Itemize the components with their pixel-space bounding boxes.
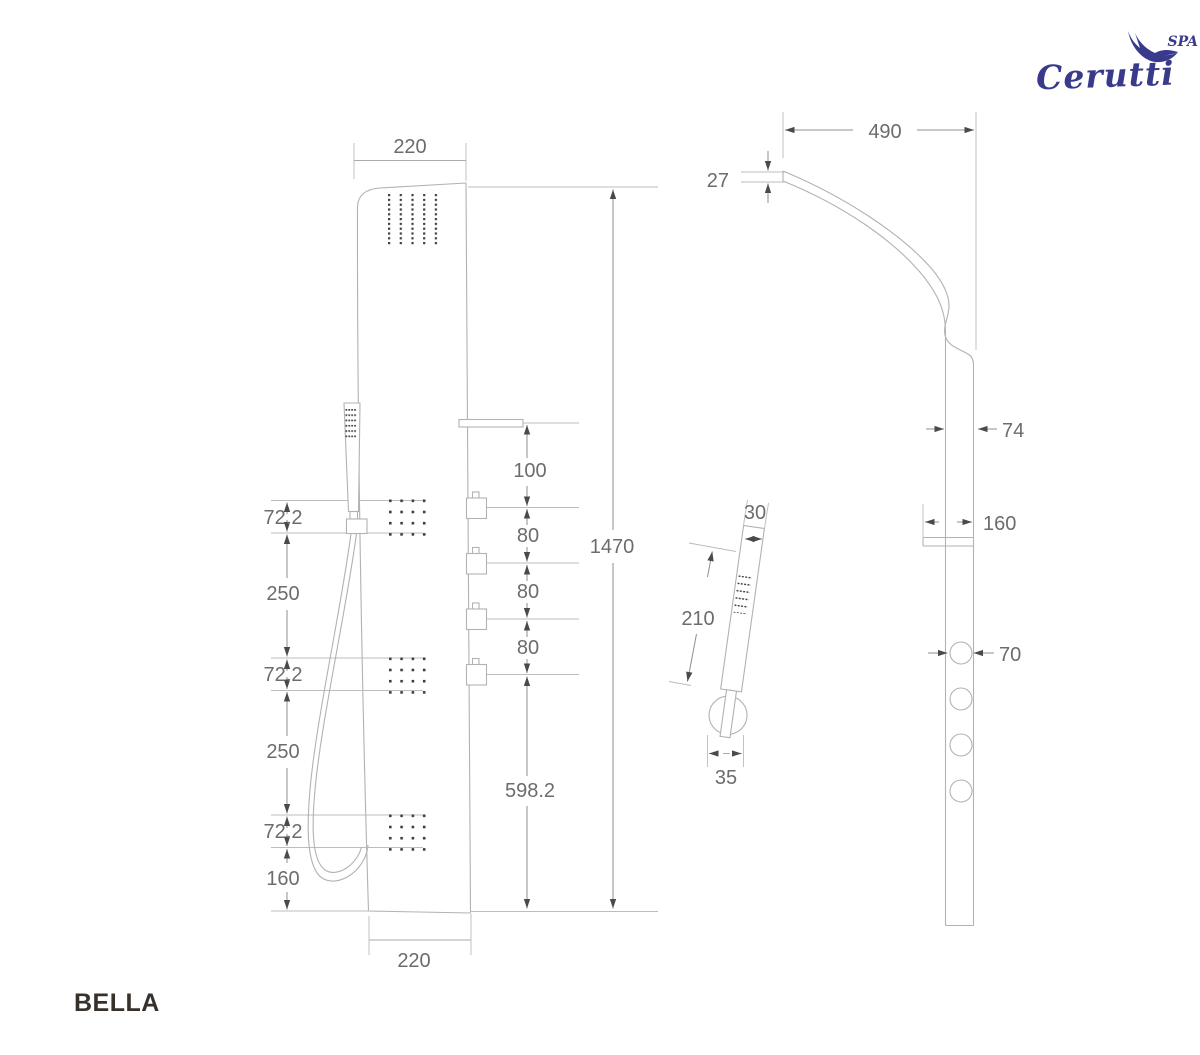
detail-handle-end [719,689,738,739]
side-profile-inner [782,180,947,926]
dim-left-jet1-height: 72.2 [264,507,303,529]
body-jet-grid-bottom [389,814,426,852]
brand-logo: SPA Cerutti [1030,28,1198,100]
dim-shelf-depth: 160 [983,513,1016,535]
front-dimension-lines [283,189,617,910]
side-knob-4 [949,779,973,803]
control-knob-1 [465,497,488,520]
dim-hand-length: 210 [681,608,714,630]
control-knob-3 [465,608,488,631]
body-jet-grid-middle [389,657,426,695]
dim-body-depth: 74 [1002,420,1024,442]
dim-left-jet3-height: 72.2 [264,821,303,843]
dim-knob-diameter: 70 [999,644,1021,666]
logo-tag: SPA [1167,34,1198,50]
side-knob-2 [949,687,973,711]
shower-head-spray-holes [388,194,438,245]
side-shelf [922,536,973,547]
hand-shower-detail: 30 210 35 [668,499,769,789]
body-jet-grid-top [389,499,426,537]
side-knob-1 [949,641,973,665]
dim-left-gap2: 250 [266,741,299,763]
hand-shower-holder [345,518,368,535]
dim-knob-spacing-1: 80 [517,525,539,547]
dim-spout-thickness: 27 [707,170,729,192]
side-view: 490 27 74 160 70 [707,112,1024,927]
dim-arm-reach: 490 [868,121,901,143]
dim-left-jet2-height: 72.2 [264,664,303,686]
detail-dimension-lines [686,535,762,757]
side-knob-3 [949,733,973,757]
dim-holder-width: 35 [715,767,737,789]
dim-knob-spacing-2: 80 [517,581,539,603]
dim-knob-spacing-3: 80 [517,637,539,659]
dim-knob-to-bottom: 598.2 [505,780,555,802]
dim-left-bottom-offset: 160 [266,868,299,890]
dim-shelf-to-knob: 100 [513,460,546,482]
docked-hand-shower [307,402,369,882]
panel-outline [356,182,472,914]
side-dimension-lines [764,126,997,657]
control-knob-4 [465,663,488,686]
dim-total-height: 1470 [590,536,635,558]
detail-spray-face [733,575,752,615]
shelf-profile [458,418,524,428]
dim-bottom-width: 220 [397,950,430,972]
dim-left-gap1: 250 [266,583,299,605]
shower-hose-outer [307,533,369,882]
dim-hand-width: 30 [744,502,766,524]
dolphin-icon [1128,31,1178,63]
dim-top-width: 220 [393,136,426,158]
control-knobs [465,491,488,686]
control-knob-2 [465,552,488,575]
logo-brand-name: Cerutti [1035,53,1176,98]
model-name: BELLA [74,989,160,1017]
side-profile-outer [782,170,975,926]
front-view: 220 72.2 250 72.2 250 72.2 160 100 80 80… [264,136,658,972]
side-knob-circles [949,641,973,803]
hand-shower-neck [349,510,359,520]
shower-hose-inner [312,533,363,873]
hand-shower-spray-face [345,409,357,440]
side-extension-lines [741,112,977,537]
detail-extension-lines [668,499,769,767]
